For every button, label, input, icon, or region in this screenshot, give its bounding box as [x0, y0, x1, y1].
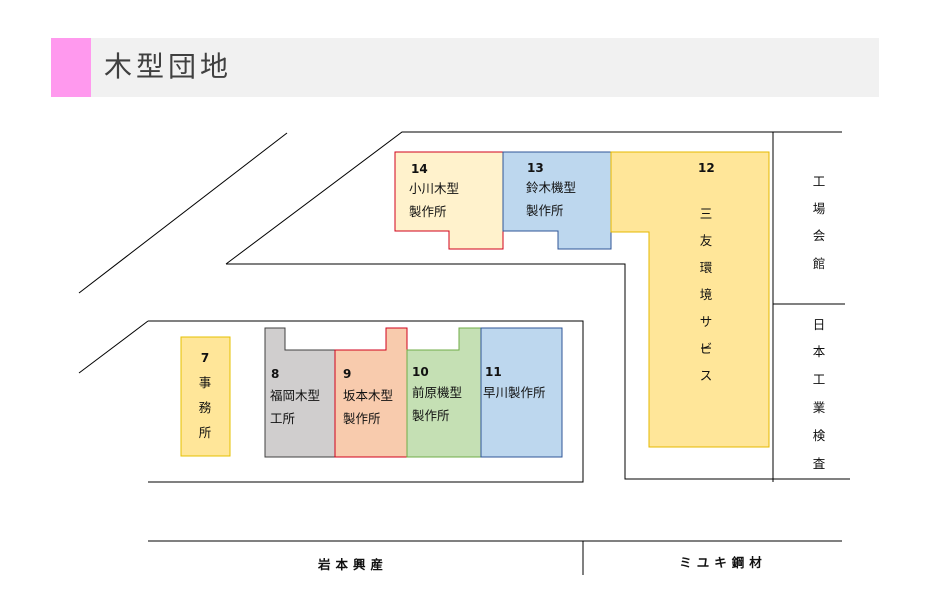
lot-name-line: 所 [199, 425, 212, 440]
lot-number: 12 [698, 161, 715, 175]
neighbor-label-char: 工 [813, 174, 826, 189]
lot-name-line: 坂本木型 [343, 388, 393, 403]
neighbor-label-char: 本 [813, 344, 826, 359]
road-line [78, 132, 288, 294]
lot-7[interactable]: 7 事 務 所 [180, 336, 231, 457]
neighbor-miyuki-kozai: ミユキ鋼材 [679, 555, 767, 570]
lot-13-shape [502, 151, 612, 250]
neighbor-label-char: 業 [813, 400, 826, 415]
lot-number: 11 [485, 365, 502, 379]
page-title: 木型団地 [104, 50, 233, 83]
neighbor-label-char: 館 [813, 256, 826, 271]
neighbor-label-char: 場 [813, 201, 826, 216]
lot-12[interactable]: 12 三 友 環 境 サ ー ビ ビ ス [610, 151, 770, 448]
neighbor-label-char: 検 [813, 428, 826, 443]
neighbor-label-char: 日 [813, 317, 826, 332]
neighbor-label-char: 査 [813, 456, 826, 471]
block-boundary-upper-inner [226, 263, 850, 480]
lot-name-line: 務 [199, 400, 212, 415]
neighbor-label-char: 工 [813, 372, 826, 387]
neighbor-label-char: 会 [813, 228, 826, 243]
lot-name-line: 製作所 [526, 203, 564, 218]
header-bar [51, 38, 879, 97]
lot-name-line: 友 [700, 233, 713, 248]
lot-number: 7 [201, 351, 209, 365]
lot-7-shape [180, 336, 231, 457]
lot-name-line: 工所 [270, 411, 295, 426]
block-boundary-lower [148, 320, 584, 483]
lot-name-line: 製作所 [412, 408, 450, 423]
lot-13[interactable]: 13 鈴木機型 製作所 [502, 151, 612, 250]
lot-name-line: 製作所 [343, 411, 381, 426]
lot-number: 9 [343, 367, 351, 381]
lot-9-shape [334, 327, 408, 458]
lot-number: 10 [412, 365, 429, 379]
lot-name-line: ビ [700, 341, 713, 356]
lot-name-line: 事 [199, 375, 212, 390]
road-lines [78, 131, 850, 575]
lot-10[interactable]: 10 前原機型 製作所 [406, 327, 482, 458]
lot-name-line: 環 [700, 260, 713, 275]
lot-number: 14 [411, 162, 428, 176]
neighbor-nihon-kogyo-kensa: 日 本 工 業 検 査 [813, 317, 826, 471]
block-boundary-upper-outer [225, 131, 842, 265]
lot-name-line: 境 [700, 287, 713, 302]
lot-name-line: 製作所 [409, 204, 447, 219]
header-accent [51, 38, 91, 97]
lot-name-line: 小川木型 [409, 181, 459, 196]
lot-number: 8 [271, 367, 279, 381]
lot-name-line: 福岡木型 [270, 388, 320, 403]
lot-name-line: 早川製作所 [483, 385, 546, 400]
lot-number: 13 [527, 161, 544, 175]
lot-name-line: 前原機型 [412, 385, 462, 400]
lot-12-shape [610, 151, 770, 448]
lot-name-line: 三 [700, 206, 713, 221]
road-line [78, 320, 149, 374]
lot-9[interactable]: 9 坂本木型 製作所 [334, 327, 408, 458]
lot-11[interactable]: 11 早川製作所 [480, 327, 563, 458]
lot-11-shape [480, 327, 563, 458]
lot-8[interactable]: 8 福岡木型 工所 [264, 327, 336, 458]
lot-14[interactable]: 14 小川木型 製作所 [394, 151, 504, 250]
lot-name-line: ス [700, 368, 713, 383]
lot-name-line: ー [700, 341, 713, 356]
neighbor-iwamoto-kosan: 岩本興産 [317, 557, 388, 572]
neighbor-kojo-kaikan: 工 場 会 館 [813, 174, 826, 271]
lot-name-line: サ [700, 314, 713, 329]
lot-name-line: 鈴木機型 [526, 180, 576, 195]
